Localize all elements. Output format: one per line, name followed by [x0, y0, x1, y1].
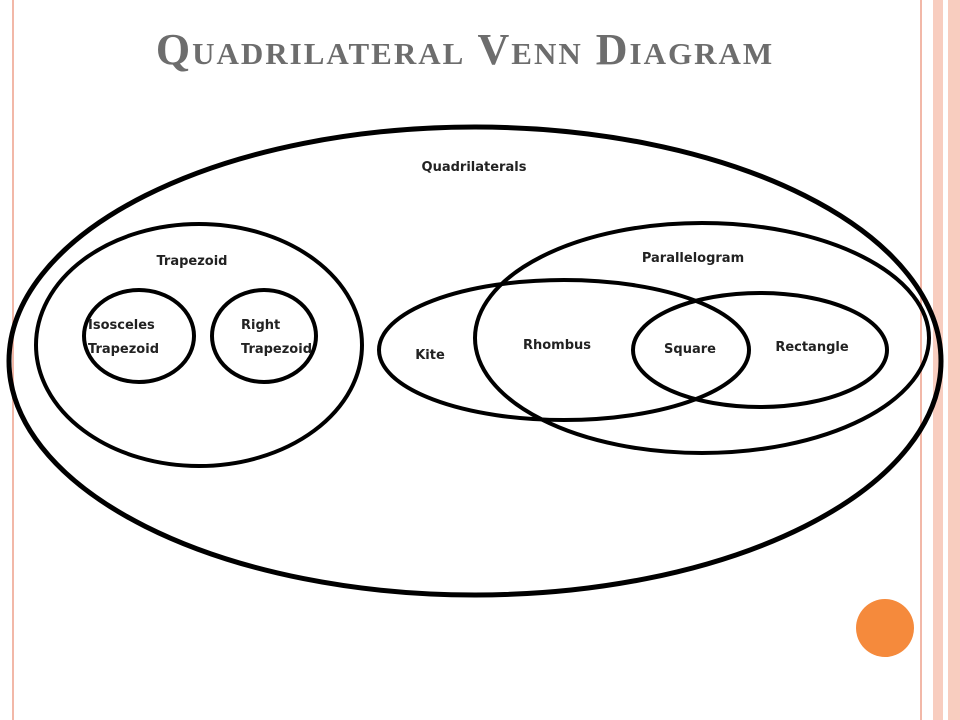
trapezoid-set [34, 222, 364, 468]
quadrilaterals-set [6, 124, 944, 598]
orange-accent-dot [856, 599, 914, 657]
right-trapezoid-label-line2: Trapezoid [241, 342, 312, 357]
rectangle-label: Rectangle [775, 340, 849, 355]
kite-set [377, 278, 751, 422]
kite-label: Kite [415, 348, 445, 363]
isosceles-trapezoid-label-line1: Isosceles [88, 318, 155, 333]
right-trapezoid-set [210, 288, 318, 384]
square-label: Square [664, 342, 716, 357]
slide-title: Quadrilateral Venn Diagram [155, 25, 775, 74]
quadrilaterals-label: Quadrilaterals [422, 160, 527, 175]
right-decor-band [933, 0, 943, 720]
rhombus-label: Rhombus [523, 338, 591, 353]
rectangle-set [631, 291, 889, 409]
trapezoid-label: Trapezoid [156, 254, 227, 269]
parallelogram-set [473, 221, 931, 455]
right-trapezoid-label-line1: Right [241, 318, 280, 333]
right-margin-rule [920, 0, 922, 720]
parallelogram-label: Parallelogram [642, 251, 744, 266]
isosceles-trapezoid-set [82, 288, 196, 384]
left-margin-rule [12, 0, 14, 720]
right-decor-band-edge [948, 0, 960, 720]
isosceles-trapezoid-label-line2: Trapezoid [88, 342, 159, 357]
